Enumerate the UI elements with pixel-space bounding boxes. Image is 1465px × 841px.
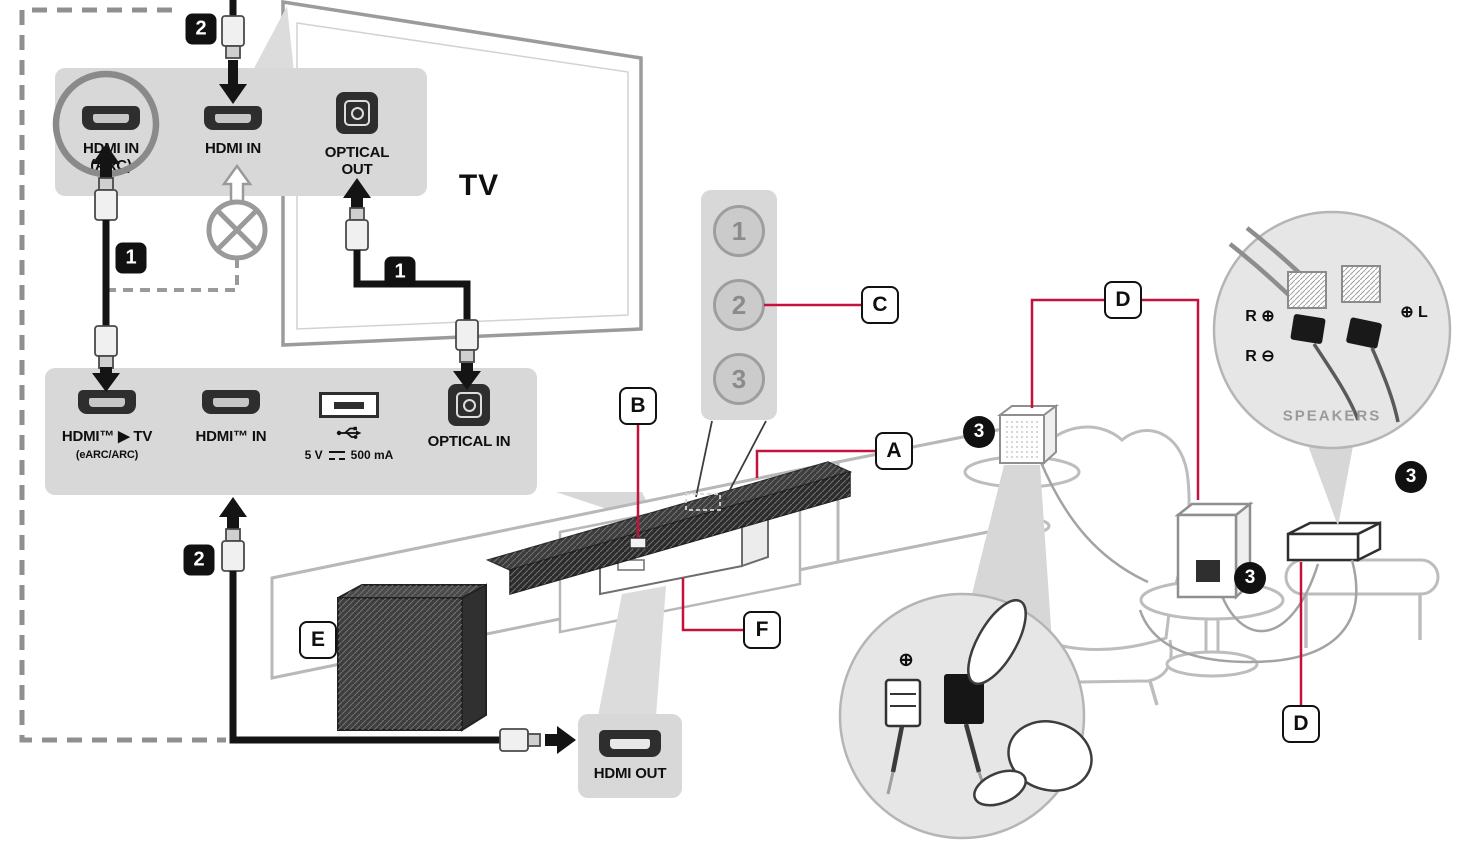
speakers-label: SPEAKERS — [1282, 407, 1382, 425]
step-badge-3: 3 — [1234, 562, 1266, 594]
soundbar-optical-in-port: OPTICAL IN — [419, 384, 519, 450]
hdmi-cable-stb — [219, 497, 576, 754]
dc-symbol-icon — [328, 450, 345, 460]
step-badge-1: 1 — [384, 256, 416, 288]
optical-out-label: OPTICAL OUT — [324, 144, 390, 178]
hdmi-port-icon — [82, 106, 140, 130]
terminal-label-r-minus: R ⊖ — [1245, 348, 1275, 365]
callout-f: F — [743, 611, 781, 649]
terminal-zoom-pointer — [1300, 424, 1356, 526]
stb-zoom-pointer — [598, 586, 666, 716]
forbidden-connection — [106, 163, 268, 292]
usb-port-icon — [319, 392, 379, 418]
hdmi-in-label: HDMI IN — [204, 140, 262, 157]
speaker-wires — [1038, 459, 1358, 664]
dashed-cable-route — [19, 7, 226, 743]
callout-d: D — [1104, 281, 1142, 319]
terminal-plus-symbol: ⊕ — [898, 649, 914, 670]
usb-icon — [336, 426, 362, 439]
step-badge-2: 2 — [183, 544, 215, 576]
callout-a: A — [875, 432, 913, 470]
hdmi-cable-arc — [92, 144, 120, 392]
hdmi-port-icon — [599, 730, 661, 757]
rear-speaker-left — [997, 404, 1059, 466]
callout-line-a — [755, 449, 876, 478]
selector-option-1: 1 — [713, 205, 765, 257]
receiver-box — [1286, 520, 1382, 563]
hdmi-tv-label: HDMI™ ▶ TV (eARC/ARC) — [61, 428, 153, 461]
callout-line-f — [681, 578, 745, 632]
optical-port-icon — [336, 92, 378, 134]
speaker-terminals-zoom — [1212, 210, 1452, 450]
hand — [967, 598, 1093, 807]
end-table — [1284, 558, 1440, 648]
terminal-label-r-plus: R ⊕ — [1245, 308, 1275, 325]
terminal-label-l-plus: ⊕ L — [1400, 304, 1428, 321]
stb-hdmi-out-panel: HDMI OUT — [578, 714, 682, 798]
tv-hdmi-in-port: HDMI IN — [185, 106, 281, 157]
selector-option-3: 3 — [713, 353, 765, 405]
selector-option-2: 2 — [713, 279, 765, 331]
soundbar-ports-panel: HDMI™ ▶ TV (eARC/ARC) HDMI™ IN 5 V 5 — [45, 368, 537, 495]
callout-e: E — [299, 621, 337, 659]
selector-zoom-lines — [695, 420, 767, 502]
callout-line-d-right — [1140, 298, 1200, 500]
soundbar — [485, 461, 853, 595]
step-badge-1: 1 — [115, 242, 147, 274]
callout-line-d-left — [1030, 298, 1106, 408]
soundbar-hdmi-in-label: HDMI™ IN — [195, 428, 267, 445]
callout-lines — [636, 298, 1303, 707]
hdmi-port-icon — [78, 390, 136, 414]
soundbar-hdmi-tv-port: HDMI™ ▶ TV (eARC/ARC) — [49, 390, 165, 462]
optical-port-icon — [448, 384, 490, 426]
subwoofer — [337, 583, 487, 732]
wire-connection-zoom — [838, 592, 1093, 840]
round-stool — [1139, 579, 1285, 678]
tv-optical-out-port: OPTICAL OUT — [307, 92, 407, 178]
step-badge-3: 3 — [1395, 461, 1427, 493]
tv-label: TV — [458, 169, 500, 202]
callout-c: C — [861, 286, 899, 324]
tv-panel-pointer — [252, 6, 294, 72]
hidden-buttons-outline — [685, 493, 721, 511]
soundbar-hdmi-in-port: HDMI™ IN — [181, 390, 281, 445]
hdmi-cable-tv-in — [219, 0, 247, 104]
step-badge-3: 3 — [963, 416, 995, 448]
usb-power-label: 5 V 500 mA — [304, 448, 394, 462]
optical-in-label: OPTICAL IN — [427, 433, 511, 450]
hdmi-out-label: HDMI OUT — [593, 765, 667, 782]
source-selector-panel: 1 2 3 — [701, 190, 777, 420]
hdmi-port-icon — [204, 106, 262, 130]
callout-d: D — [1282, 705, 1320, 743]
soundbar-usb-port: 5 V 500 mA — [297, 392, 401, 462]
step-badge-2: 2 — [185, 13, 217, 45]
soundbar-connector — [629, 537, 647, 549]
hdmi-port-icon — [202, 390, 260, 414]
callout-b: B — [619, 387, 657, 425]
